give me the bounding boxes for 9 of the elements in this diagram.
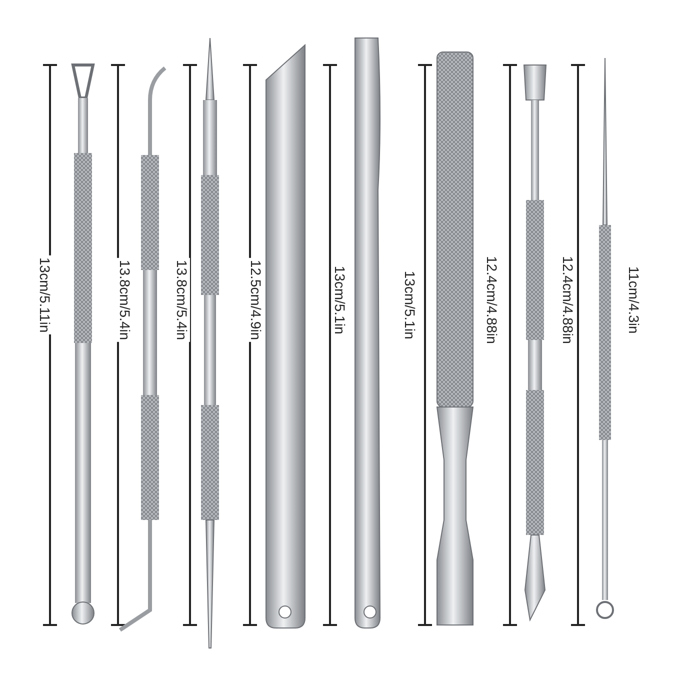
dimension-label: 12.5cm/4.9in <box>248 258 264 342</box>
dimension-label: 13cm/5.1in <box>332 264 348 336</box>
dimension-label: 11cm/4.3in <box>626 264 642 336</box>
dimension-label: 13cm/5.11in <box>37 255 53 335</box>
dimension-label: 12.4cm/4.88in <box>484 254 500 346</box>
dimension-label: 13cm/5.1in <box>402 268 418 342</box>
dimension-label: 13.8cm/5.4in <box>117 258 133 342</box>
dimension-label: 12.4cm/4.88in <box>560 254 576 346</box>
dimension-label: 13.8cm/5.4in <box>174 258 190 342</box>
